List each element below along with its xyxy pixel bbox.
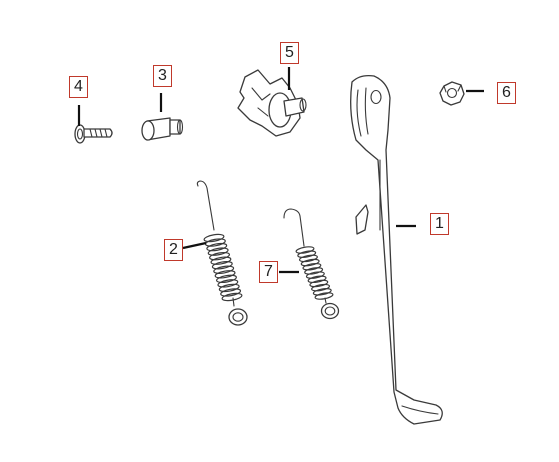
spring-coil-turn (220, 288, 242, 297)
collar-part (141, 117, 184, 141)
spring-coil-turn (312, 288, 332, 296)
spring-coil-turn (302, 262, 322, 271)
callout-1: 1 (430, 213, 449, 235)
spring-coil-turn (298, 254, 318, 263)
spring-coil-turn (295, 246, 315, 254)
nut-part (439, 81, 465, 106)
spring-coil-turn (304, 267, 324, 275)
spring-coil-turn (307, 275, 327, 284)
callout-5: 5 (280, 42, 299, 64)
spring-coil-turn (217, 279, 239, 288)
small-spring-part (283, 208, 340, 320)
callout-6: 6 (497, 82, 516, 104)
spring-coil-turn (305, 271, 325, 279)
large-spring-part (196, 180, 248, 326)
callout-2: 2 (164, 239, 183, 261)
switch-part (237, 69, 307, 137)
spring-coil-turn (215, 274, 237, 284)
spring-coil-turn (297, 250, 317, 258)
side-stand-part (350, 74, 443, 425)
callout-7: 7 (259, 261, 278, 283)
spring-coil-turn (311, 283, 331, 292)
leader-2 (182, 241, 207, 250)
spring-coil-turn (214, 270, 236, 279)
spring-coil-turn (300, 258, 320, 267)
spring-coil-turn (211, 261, 233, 270)
spring-coil-turn (203, 233, 225, 243)
spring-coil-turn (213, 265, 235, 274)
spring-coil-turn (221, 292, 243, 302)
spring-coil-turn (206, 242, 228, 252)
callout-4: 4 (69, 76, 88, 98)
spring-coil-turn (204, 238, 226, 247)
spring-coil-turn (218, 283, 240, 293)
spring-coil-turn (209, 251, 231, 261)
spring-coil-turn (207, 247, 229, 256)
bolt-part (74, 124, 113, 144)
spring-coil-turn (210, 256, 232, 265)
callout-3: 3 (153, 65, 172, 87)
spring-coil-turn (309, 279, 329, 288)
spring-coil-turn (314, 292, 334, 300)
